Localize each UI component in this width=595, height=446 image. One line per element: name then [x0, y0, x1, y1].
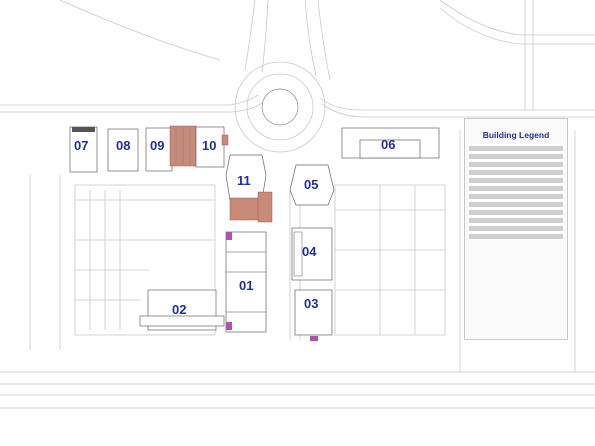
legend-bar	[469, 162, 563, 167]
building-label-04: 04	[302, 244, 317, 259]
building-04[interactable]	[291, 227, 333, 281]
legend-bar	[469, 170, 563, 175]
building-07-roof	[72, 127, 95, 132]
building-03[interactable]	[294, 289, 333, 341]
legend-bar	[469, 194, 563, 199]
legend-bar	[469, 234, 563, 239]
building-02[interactable]	[139, 289, 225, 331]
building-07[interactable]	[69, 126, 98, 173]
legend-title: Building Legend	[482, 130, 550, 140]
building-06[interactable]	[341, 127, 440, 159]
building-label-05: 05	[304, 177, 318, 192]
brick-courtyard	[169, 125, 197, 167]
legend-bar	[469, 226, 563, 231]
building-label-02: 02	[172, 302, 186, 317]
parking-lots	[29, 175, 446, 350]
building-11[interactable]	[225, 154, 273, 223]
legend-bar	[469, 202, 563, 207]
building-label-01: 01	[239, 278, 253, 293]
building-label-11: 11	[237, 173, 251, 188]
legend-bar	[469, 154, 563, 159]
legend-bar	[469, 178, 563, 183]
building-10-patio	[221, 134, 229, 146]
legend-bar	[469, 210, 563, 215]
building-legend: Building Legend	[464, 118, 568, 340]
legend-bar	[469, 146, 563, 151]
building-01[interactable]	[225, 231, 267, 333]
building-label-07: 07	[74, 138, 88, 153]
building-08[interactable]	[107, 128, 139, 172]
building-label-09: 09	[150, 138, 164, 153]
building-label-08: 08	[116, 138, 130, 153]
building-label-03: 03	[304, 296, 318, 311]
building-10[interactable]	[195, 126, 225, 168]
roundabout	[234, 61, 326, 153]
road-lines	[0, 0, 595, 409]
building-label-06: 06	[381, 137, 395, 152]
building-09[interactable]	[145, 127, 173, 172]
building-label-10: 10	[202, 138, 216, 153]
building-05[interactable]	[289, 164, 335, 206]
legend-bar	[469, 186, 563, 191]
legend-bar	[469, 218, 563, 223]
